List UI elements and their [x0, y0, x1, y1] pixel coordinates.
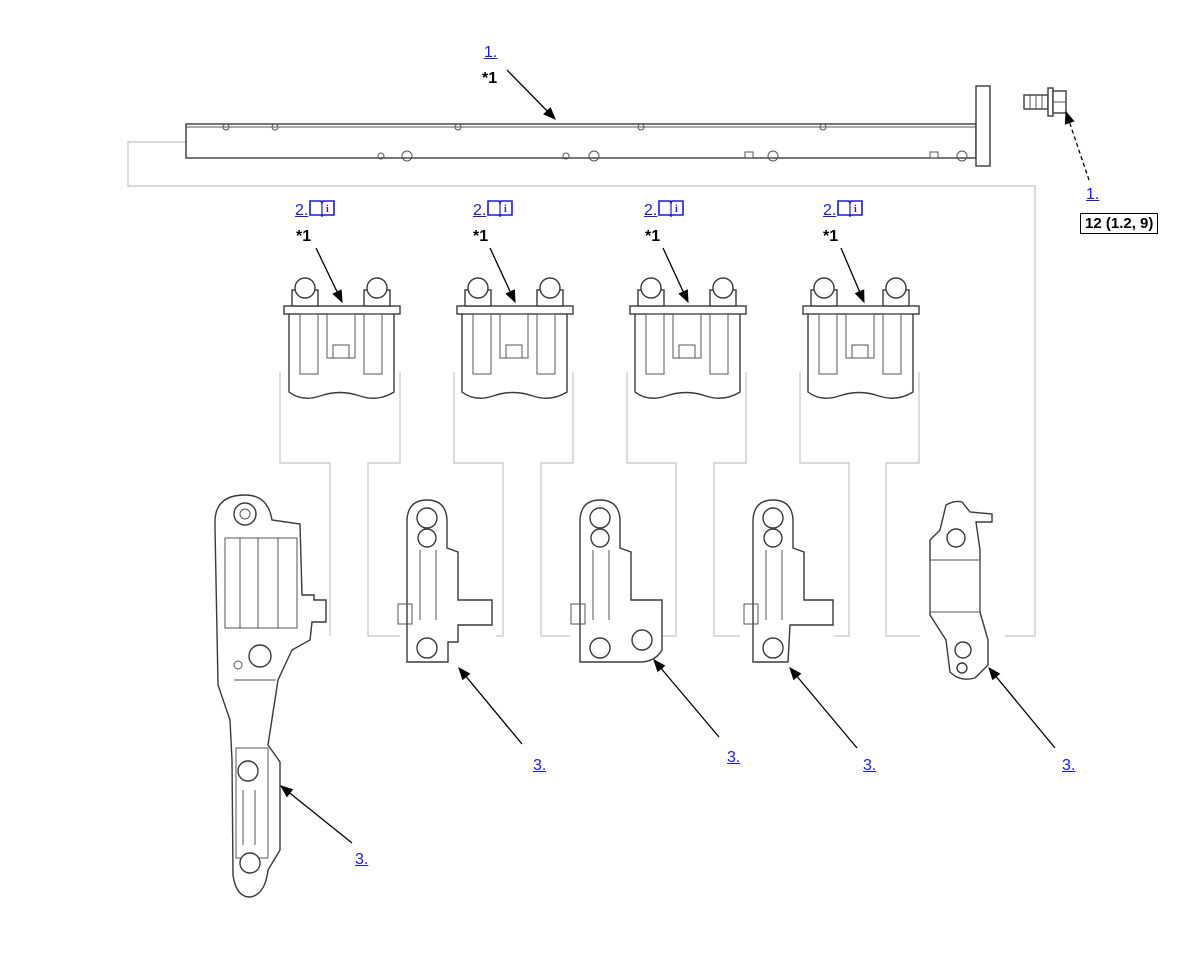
holder-link-4[interactable]: 3.: [863, 757, 877, 774]
bearing-cap-3[interactable]: [629, 277, 747, 399]
cap-note-2: *1: [473, 228, 489, 245]
cap-link-3[interactable]: 2.i: [644, 199, 685, 220]
cap-link-1[interactable]: 2.i: [295, 199, 336, 220]
manual-book-icon: i: [309, 200, 336, 217]
bolt-link[interactable]: 1.: [1086, 186, 1100, 203]
manual-book-icon: i: [658, 200, 685, 217]
holder-4[interactable]: [743, 499, 834, 663]
shaft-note: *1: [482, 70, 498, 87]
cap-note-3: *1: [645, 228, 661, 245]
torque-spec-box: 12 (1.2, 9): [1080, 213, 1159, 234]
rocker-shaft[interactable]: [185, 85, 991, 167]
svg-text:i: i: [326, 204, 329, 215]
manual-book-icon: i: [837, 200, 864, 217]
holder-link-3[interactable]: 3.: [727, 749, 741, 766]
assembly-guide-lines: [127, 141, 1036, 637]
leader-lines: [279, 69, 1090, 844]
shaft-link[interactable]: 1.: [484, 44, 498, 61]
cap-link-4[interactable]: 2.i: [823, 199, 864, 220]
svg-text:i: i: [854, 204, 857, 215]
holder-2[interactable]: [397, 499, 493, 663]
holder-link-5[interactable]: 3.: [1062, 757, 1076, 774]
bearing-cap-1[interactable]: [283, 277, 401, 399]
holder-link-2[interactable]: 3.: [533, 757, 547, 774]
holder-link-1[interactable]: 3.: [355, 851, 369, 868]
holder-long[interactable]: [214, 494, 327, 898]
cap-note-4: *1: [823, 228, 839, 245]
svg-text:i: i: [675, 204, 678, 215]
holder-5[interactable]: [929, 500, 993, 680]
cap-note-1: *1: [296, 228, 312, 245]
cap-link-2[interactable]: 2.i: [473, 199, 514, 220]
manual-book-icon: i: [487, 200, 514, 217]
svg-text:i: i: [504, 204, 507, 215]
holder-3[interactable]: [570, 499, 663, 663]
bearing-cap-2[interactable]: [456, 277, 574, 399]
flange-bolt[interactable]: [1023, 87, 1067, 117]
bearing-cap-4[interactable]: [802, 277, 920, 399]
